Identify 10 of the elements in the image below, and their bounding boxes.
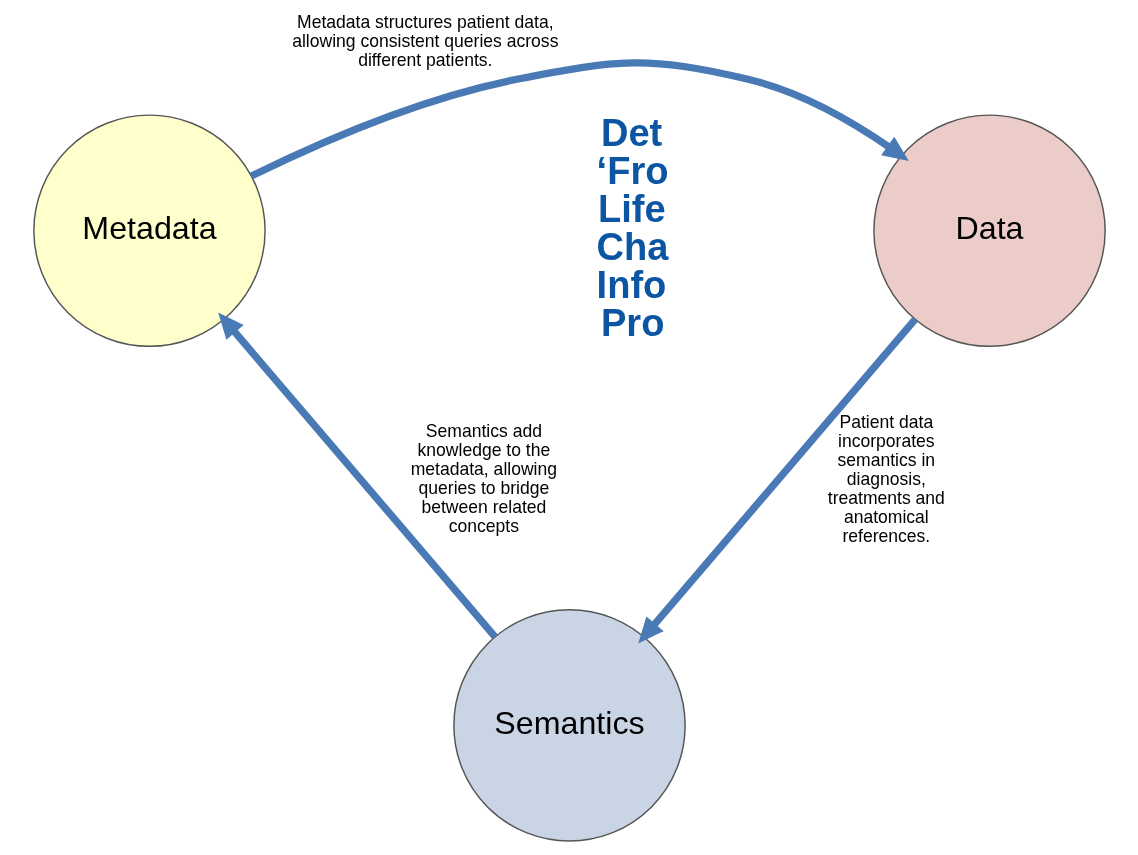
node-circle: Data [872, 114, 1106, 348]
label: Det ‘Fro Life Cha Info Pro [596, 111, 668, 344]
edge-label: Semantics add knowledge to the metadata, allowing queries to bridge between related concepts [410, 421, 557, 537]
node-circle: Metadata [32, 114, 266, 348]
edge-label: Metadata structures patient data, allowing consistent queries across different patients. [291, 12, 558, 71]
arrow [637, 317, 918, 644]
arrow [217, 312, 498, 639]
arrow [249, 59, 909, 180]
edge-label: Patient data incorporates semantics in diagnosis, treatments and anatomical references. [827, 411, 945, 546]
node-circle: Semantics [452, 609, 686, 842]
